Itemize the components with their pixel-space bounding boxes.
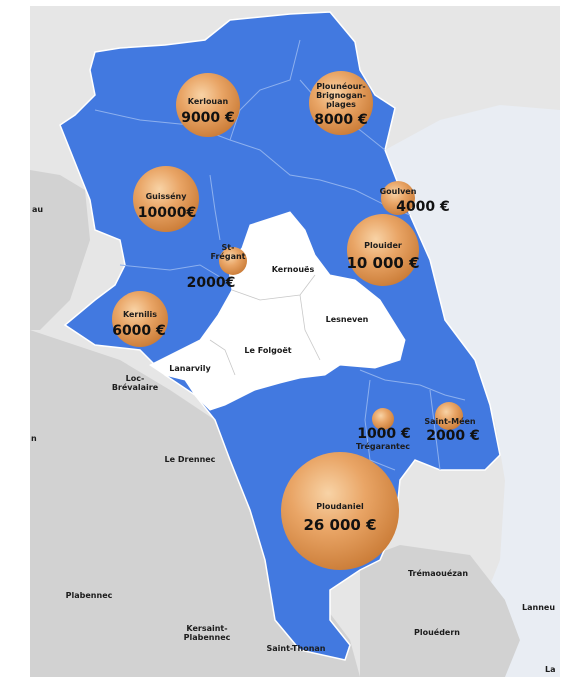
bubble-value-saint-meen: 2000 €	[426, 428, 480, 444]
place-label-lanneu: Lanneu	[522, 603, 556, 612]
bubble-value-guisseny: 10000€	[137, 205, 197, 221]
bubble-value-ploudaniel: 26 000 €	[303, 516, 377, 534]
bubble-value-tregarantec: 1000 €	[357, 426, 411, 442]
bubble-plouider	[347, 214, 419, 286]
land-east-strip	[495, 395, 560, 677]
place-label-kersaint-plabennec: Kersaint- Plabennec	[183, 624, 231, 642]
bubble-name-tregarantec: Trégarantec	[355, 442, 411, 451]
bubble-name-plouider: Plouider	[364, 241, 402, 250]
bubble-st-fregant	[219, 247, 247, 275]
bubble-value-kernilis: 6000 €	[112, 323, 166, 339]
bubble-value-plouider: 10 000 €	[346, 254, 420, 272]
bubble-value-goulven: 4000 €	[396, 199, 450, 215]
bubble-plouneour	[309, 71, 373, 135]
place-label-n: n	[31, 434, 37, 443]
bubble-name-kerlouan: Kerlouan	[187, 97, 229, 106]
bubble-name-goulven: Goulven	[379, 187, 417, 196]
bubble-goulven	[381, 181, 415, 215]
land-south	[360, 545, 520, 677]
bubble-value-st-fregant: 2000€	[186, 275, 236, 291]
place-label-plouedern: Plouédern	[413, 628, 460, 637]
bubble-ploudaniel	[281, 452, 399, 570]
commune-label-kernoues: Kernouës	[271, 265, 315, 274]
bubble-saint-meen	[435, 402, 463, 430]
commune-label-lanarvily: Lanarvily	[169, 364, 211, 373]
bubble-value-plouneour: 8000 €	[314, 112, 368, 128]
place-label-tremaouezan: Trémaouézan	[407, 569, 469, 578]
place-label-plabennec: Plabennec	[65, 591, 113, 600]
land-west	[30, 170, 90, 330]
bubble-name-guisseny: Guissény	[145, 192, 187, 201]
place-label-le-drennec: Le Drennec	[164, 455, 216, 464]
bubble-name-plouneour: Plounéour- Brignogan- plages	[316, 82, 366, 109]
commune-label-le-folgoet: Le Folgoët	[244, 346, 292, 355]
bubble-name-st-fregant: St- Frégant	[210, 243, 246, 261]
commune-boundaries	[94, 39, 466, 471]
place-label-saint-thonan: Saint-Thonan	[266, 644, 326, 653]
unfunded-boundaries	[209, 274, 321, 376]
bubble-name-saint-meen: Saint-Méen	[424, 417, 476, 426]
bubble-kerlouan	[176, 73, 240, 137]
commune-label-lesneven: Lesneven	[325, 315, 369, 324]
bubble-name-ploudaniel: Ploudaniel	[316, 502, 364, 511]
bubble-name-kernilis: Kernilis	[122, 310, 158, 319]
bubble-value-kerlouan: 9000 €	[181, 110, 235, 126]
bubble-tregarantec	[372, 408, 394, 430]
place-label-loc-brevalaire: Loc- Brévalaire	[111, 374, 159, 392]
bubble-kernilis	[112, 291, 168, 347]
place-label-au: au	[32, 205, 44, 214]
bubble-guisseny	[133, 166, 199, 232]
unfunded-zone	[149, 211, 406, 411]
place-label-la: La	[545, 665, 556, 674]
